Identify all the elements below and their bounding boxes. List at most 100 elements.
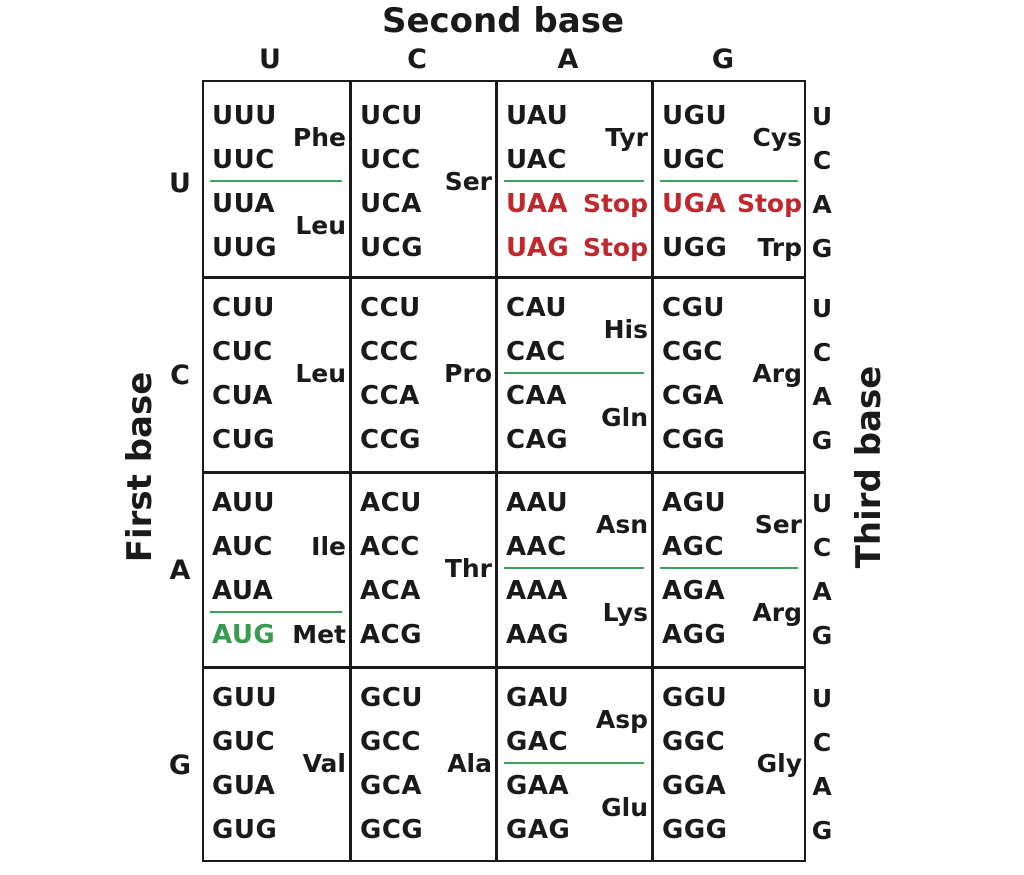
group-separator-line bbox=[660, 567, 798, 569]
codon-label: GAC bbox=[506, 727, 569, 757]
codon-label: GGG bbox=[662, 815, 728, 845]
codon-label: GCC bbox=[360, 727, 422, 757]
codon-label: UCU bbox=[360, 101, 423, 131]
codon-label: GAG bbox=[506, 815, 571, 845]
amino-acid-label: Trp bbox=[757, 233, 802, 262]
third-base-label: G bbox=[811, 621, 833, 650]
codon-label: GUC bbox=[212, 727, 276, 757]
second-base-label: A bbox=[557, 44, 579, 75]
third-base-label: U bbox=[811, 294, 833, 323]
amino-acid-label: Lys bbox=[602, 598, 648, 627]
second-base-label: C bbox=[407, 44, 427, 75]
amino-acid-label: Ile bbox=[311, 532, 346, 561]
third-base-label: A bbox=[812, 772, 832, 801]
third-base-label: A bbox=[812, 382, 832, 411]
codon-label: AAU bbox=[506, 488, 569, 518]
grid-horizontal-line bbox=[202, 471, 806, 474]
codon-label: CUC bbox=[212, 337, 273, 367]
amino-acid-label: Arg bbox=[752, 598, 802, 627]
codon-label: GUA bbox=[212, 771, 276, 801]
second-base-label: U bbox=[259, 44, 281, 75]
codon-label: ACG bbox=[360, 620, 423, 650]
group-separator-line bbox=[504, 180, 644, 182]
codon-label: CAU bbox=[506, 293, 568, 323]
codon-label: CGG bbox=[662, 425, 726, 455]
group-separator-line bbox=[660, 180, 798, 182]
third-base-label: A bbox=[812, 577, 832, 606]
codon-label: UCG bbox=[360, 233, 424, 263]
codon-label: CGC bbox=[662, 337, 724, 367]
third-base-label: C bbox=[812, 146, 832, 175]
amino-acid-label: Pro bbox=[444, 359, 492, 388]
amino-acid-label: Leu bbox=[295, 359, 346, 388]
first-base-label: C bbox=[170, 360, 190, 391]
codon-label: AGU bbox=[662, 488, 727, 518]
codon-label: UCC bbox=[360, 145, 421, 175]
amino-acid-label: Ser bbox=[444, 167, 492, 196]
amino-acid-label: Met bbox=[292, 620, 346, 649]
amino-acid-label: Gly bbox=[756, 749, 802, 778]
amino-acid-label: Stop bbox=[582, 233, 648, 262]
codon-label: UGG bbox=[662, 233, 728, 263]
amino-acid-label: Arg bbox=[752, 359, 802, 388]
codon-label: CAA bbox=[506, 381, 567, 411]
third-base-label: G bbox=[811, 816, 833, 845]
codon-label: CGU bbox=[662, 293, 726, 323]
group-separator-line bbox=[210, 180, 342, 182]
codon-label: CCC bbox=[360, 337, 419, 367]
codon-label: CCU bbox=[360, 293, 421, 323]
codon-label: UAC bbox=[506, 145, 568, 175]
codon-label: GCA bbox=[360, 771, 423, 801]
first-base-label: G bbox=[168, 750, 192, 781]
first-base-label: U bbox=[169, 168, 191, 199]
codon-label: UGC bbox=[662, 145, 726, 175]
codon-label: GGA bbox=[662, 771, 727, 801]
third-base-label: C bbox=[812, 728, 832, 757]
amino-acid-label: Stop bbox=[582, 189, 648, 218]
codon-label: AGC bbox=[662, 532, 725, 562]
grid-horizontal-line bbox=[202, 666, 806, 669]
third-base-label: U bbox=[811, 489, 833, 518]
amino-acid-label: Ser bbox=[754, 510, 802, 539]
codon-label: CAC bbox=[506, 337, 566, 367]
codon-label: CUG bbox=[212, 425, 276, 455]
codon-label: UAU bbox=[506, 101, 569, 131]
codon-label: ACA bbox=[360, 576, 421, 606]
codon-label: GCG bbox=[360, 815, 424, 845]
codon-label: UGU bbox=[662, 101, 728, 131]
codon-label: CCG bbox=[360, 425, 422, 455]
axis-label-third-base: Third base bbox=[849, 365, 889, 569]
codon-label: GGC bbox=[662, 727, 726, 757]
codon-label: GAU bbox=[506, 683, 570, 713]
amino-acid-label: Thr bbox=[444, 554, 492, 583]
group-separator-line bbox=[504, 567, 644, 569]
codon-label: AUC bbox=[212, 532, 274, 562]
group-separator-line bbox=[210, 611, 342, 613]
amino-acid-label: Phe bbox=[292, 123, 346, 152]
codon-label: GCU bbox=[360, 683, 424, 713]
third-base-label: U bbox=[811, 102, 833, 131]
group-separator-line bbox=[504, 762, 644, 764]
amino-acid-label: Tyr bbox=[605, 123, 648, 152]
amino-acid-label: Asp bbox=[595, 705, 648, 734]
codon-label: AUG bbox=[212, 620, 276, 650]
third-base-label: U bbox=[811, 684, 833, 713]
second-base-label: G bbox=[711, 44, 735, 75]
amino-acid-label: Gln bbox=[601, 403, 648, 432]
amino-acid-label: Stop bbox=[736, 189, 802, 218]
codon-label: UUG bbox=[212, 233, 278, 263]
codon-label: AAA bbox=[506, 576, 568, 606]
amino-acid-label: Val bbox=[302, 749, 346, 778]
amino-acid-label: Cys bbox=[752, 123, 802, 152]
amino-acid-label: Asn bbox=[595, 510, 648, 539]
third-base-label: C bbox=[812, 533, 832, 562]
codon-label: ACU bbox=[360, 488, 422, 518]
codon-label: AGA bbox=[662, 576, 726, 606]
codon-label: UAG bbox=[506, 233, 570, 263]
codon-label: AGG bbox=[662, 620, 727, 650]
title-second-base: Second base bbox=[381, 1, 625, 41]
codon-label: ACC bbox=[360, 532, 420, 562]
codon-label: UUA bbox=[212, 189, 276, 219]
codon-label: CGA bbox=[662, 381, 725, 411]
codon-label: GAA bbox=[506, 771, 570, 801]
